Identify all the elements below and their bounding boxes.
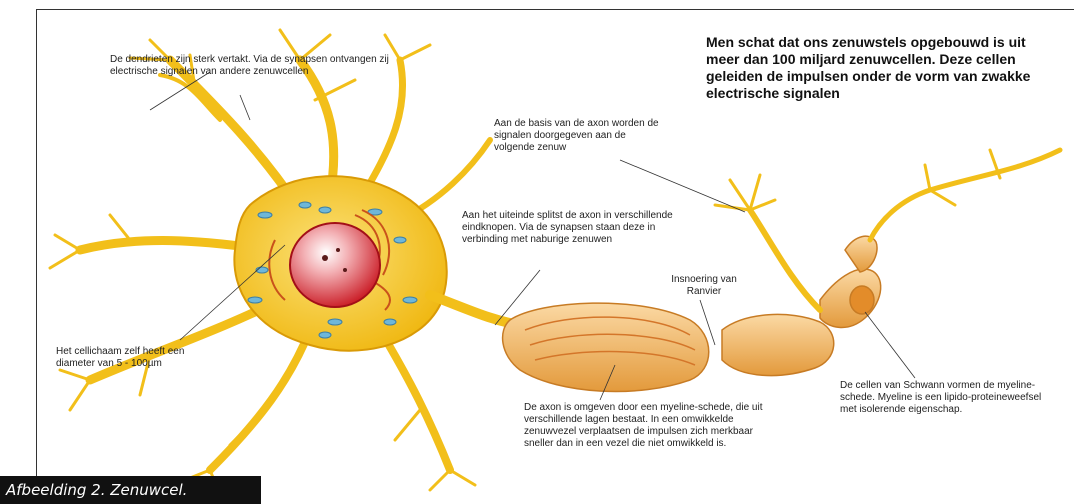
label-axon-base: Aan de basis van de axon worden de signa…	[494, 118, 668, 154]
label-cell-body: Het cellichaam zelf heeft een diameter v…	[56, 346, 216, 370]
label-dendrites: De dendrieten zijn sterk vertakt. Via de…	[110, 54, 400, 78]
axon	[430, 295, 520, 325]
label-schwann: De cellen van Schwann vormen de myeline-…	[840, 380, 1045, 416]
label-ranvier: Insnoering van Ranvier	[664, 274, 744, 298]
intro-heading: Men schat dat ons zenuwstels opgebouwd i…	[706, 34, 1054, 102]
nucleus	[290, 223, 380, 307]
label-axon-end: Aan het uiteinde splitst de axon in vers…	[462, 210, 680, 246]
axon-terminals	[715, 150, 1060, 310]
figure-caption: Afbeelding 2. Zenuwcel.	[0, 476, 261, 504]
myelin-sheath	[503, 236, 881, 391]
label-myelin: De axon is omgeven door een myeline-sche…	[524, 402, 776, 450]
